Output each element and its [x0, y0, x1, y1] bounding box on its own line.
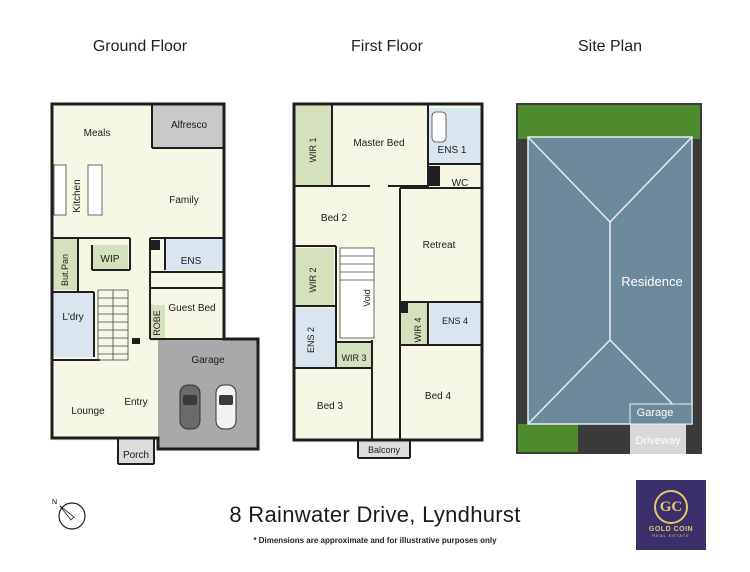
logo-tagline: REAL ESTATE: [652, 533, 690, 538]
room-label-balcony: Balcony: [368, 445, 401, 455]
balcony-area: [358, 440, 410, 458]
ground-floor-interior-walls: [52, 104, 258, 465]
ens-area: [165, 238, 224, 270]
ens2-area: [294, 308, 336, 368]
first-floor-stairs: [340, 255, 374, 281]
driveway-area: [630, 424, 686, 454]
agency-logo: GC GOLD COIN REAL ESTATE: [636, 480, 706, 550]
ens4-area: [430, 303, 482, 345]
stair-void: [339, 247, 375, 339]
kitchen-island: [87, 164, 103, 216]
room-label-ens1: ENS 1: [438, 145, 467, 156]
first-floor-heading: First Floor: [351, 38, 423, 55]
svg-text:N: N: [52, 499, 57, 506]
room-label-wir2: WIR 2: [308, 267, 318, 292]
room-label-kitchen: Kitchen: [72, 179, 83, 212]
column: [150, 240, 160, 250]
room-label-ens2: ENS 2: [306, 327, 316, 353]
north-compass-icon: N: [52, 499, 86, 530]
ground-floor-outer-walls: [50, 102, 260, 451]
residence-garage-roof: [629, 403, 693, 425]
bathtub: [431, 111, 447, 143]
porch-area: [118, 438, 154, 464]
wip-area: [92, 245, 128, 269]
kitchen-bench: [53, 164, 67, 216]
room-label-but-pan: But.Pan: [60, 254, 70, 286]
wir2-area: [294, 248, 334, 306]
room-label-bed4: Bed 4: [425, 391, 452, 402]
room-label-wir1: WIR 1: [308, 137, 318, 162]
garage-cars: [179, 384, 237, 430]
front-lawn-left: [518, 424, 578, 452]
room-label-family: Family: [169, 195, 198, 206]
laundry-area: [52, 292, 94, 357]
site-label-garage: Garage: [637, 407, 674, 419]
first-floor-plan: WIR 1 Master Bed ENS 1 WC Bed 2 Retreat …: [292, 102, 484, 459]
site-label-residence: Residence: [621, 274, 682, 289]
room-label-guest-bed: Guest Bed: [168, 303, 215, 314]
column: [400, 303, 408, 313]
room-label-alfresco: Alfresco: [171, 120, 208, 131]
butlers-pantry-area: [52, 238, 78, 290]
rear-lawn: [518, 105, 700, 139]
alfresco-area: [152, 104, 224, 148]
room-label-lounge: Lounge: [71, 406, 105, 417]
logo-name: GOLD COIN: [648, 526, 694, 533]
robe-area: [150, 305, 165, 341]
logo-monogram: GC: [654, 490, 688, 524]
room-label-robe: ROBE: [152, 310, 162, 336]
room-label-wc: WC: [452, 178, 469, 189]
column: [132, 338, 140, 344]
room-label-garage: Garage: [191, 355, 225, 366]
wir3-area: [336, 342, 372, 368]
room-label-bed3: Bed 3: [317, 401, 344, 412]
first-floor-interior-walls: [294, 104, 482, 459]
ground-floor-stairs: [97, 289, 129, 361]
room-label-ens4: ENS 4: [442, 316, 468, 326]
site-label-driveway: Driveway: [635, 435, 681, 447]
roof-ridges: [527, 136, 693, 425]
room-label-laundry: L'dry: [62, 312, 83, 323]
ground-floor-heading: Ground Floor: [92, 38, 188, 55]
room-label-entry: Entry: [124, 397, 147, 408]
wir1-area: [294, 106, 332, 186]
property-address: 8 Rainwater Drive, Lyndhurst: [229, 502, 521, 527]
room-label-ens: ENS: [181, 256, 202, 267]
room-label-bed2: Bed 2: [321, 213, 348, 224]
column: [428, 166, 440, 186]
ground-floor-plan: Meals Alfresco Kitchen Family But.Pan WI…: [50, 102, 260, 465]
room-label-retreat: Retreat: [423, 240, 456, 251]
site-plan-heading: Site Plan: [577, 38, 643, 55]
dimensions-disclaimer: * Dimensions are approximate and for ill…: [253, 536, 497, 545]
room-label-void: Void: [362, 289, 372, 307]
garage-area: [158, 339, 258, 449]
room-label-porch: Porch: [123, 450, 149, 461]
room-label-master-bed: Master Bed: [353, 138, 404, 149]
room-label-wir4: WIR 4: [413, 317, 423, 342]
first-floor-outer-walls: [292, 102, 484, 442]
site-plan: Residence Garage Driveway: [516, 103, 702, 454]
room-label-wir3: WIR 3: [341, 353, 366, 363]
room-label-meals: Meals: [84, 128, 111, 139]
room-label-wip: WIP: [101, 254, 120, 265]
